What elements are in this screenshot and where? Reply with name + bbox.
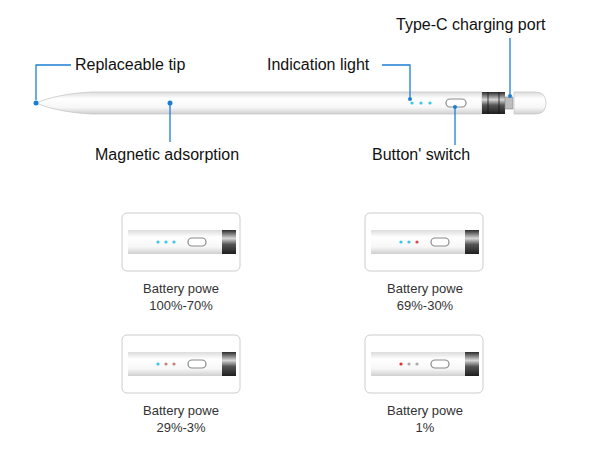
battery-range: 69%-30%	[355, 299, 495, 314]
leader-dots	[34, 94, 513, 109]
leader-lines	[36, 38, 510, 145]
battery-range: 100%-70%	[111, 299, 251, 314]
part-label: Magnetic adsorption	[95, 146, 239, 164]
battery-caption: Battery powe	[111, 282, 251, 297]
stylus-pen	[34, 92, 546, 114]
battery-panel	[365, 213, 483, 271]
battery-range: 29%-3%	[111, 421, 251, 436]
battery-caption: Battery powe	[111, 404, 251, 419]
part-label: Type-C charging port	[396, 16, 545, 34]
battery-caption: Battery powe	[355, 404, 495, 419]
battery-panel	[365, 335, 483, 393]
battery-panel	[122, 213, 240, 271]
battery-range: 1%	[355, 421, 495, 436]
part-label: Replaceable tip	[75, 56, 185, 74]
part-label: Indication light	[267, 56, 369, 74]
part-label: Button' switch	[372, 146, 470, 164]
battery-panel	[122, 335, 240, 393]
battery-caption: Battery powe	[355, 282, 495, 297]
